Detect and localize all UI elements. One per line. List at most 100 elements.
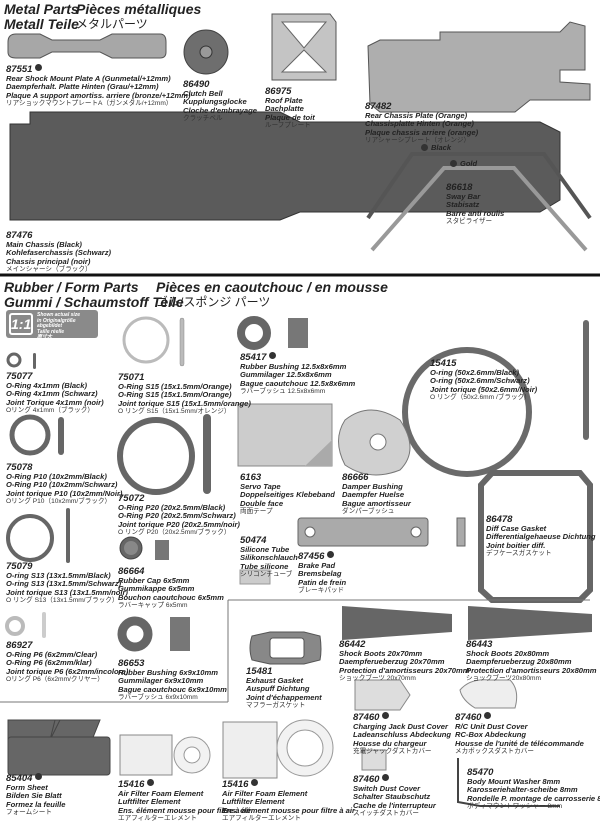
part-description: Roof Plate bbox=[265, 96, 303, 105]
part-number-text: 86666 bbox=[342, 472, 369, 483]
part-description: Daempferueberzug 20x80mm bbox=[466, 657, 572, 667]
shock-boot-20x70 bbox=[342, 606, 452, 640]
part-description: Daempferueberzug 20x70mm bbox=[339, 657, 445, 667]
part-number-text: 86618 bbox=[446, 182, 473, 193]
brake-pad bbox=[297, 517, 429, 547]
part-description: Gummilager 12.5x8x6mm bbox=[240, 370, 332, 380]
part-number: 75079 bbox=[6, 561, 128, 572]
part-description: O-Ring P10 (10x2mm/Black) bbox=[6, 472, 107, 481]
part-number: 86442 bbox=[339, 639, 470, 650]
sway-bar-gold bbox=[370, 166, 588, 252]
part-number: 86975 bbox=[265, 86, 315, 97]
part-description: Shock Boots 20x70mm bbox=[339, 649, 423, 658]
part-number: 75072 bbox=[118, 493, 240, 504]
part-description: Rubber Cap 6x5mm bbox=[118, 576, 190, 585]
part-description-jp: O リング（50x2.6mm /ブラック） bbox=[430, 393, 531, 401]
parts-bag-badge-icon bbox=[35, 64, 43, 71]
part-description-jp: シリコンチューブ bbox=[240, 570, 293, 578]
part-number: 15415 bbox=[430, 358, 537, 369]
part-number-text: 50474 bbox=[240, 535, 267, 546]
part-description: Chassis principal (noir) bbox=[6, 256, 91, 266]
part-description: Air Filter Foam Element bbox=[222, 789, 308, 798]
o-ring-s15 bbox=[122, 316, 170, 364]
part-description-jp: Oリング 4x1mm（ブラック） bbox=[6, 406, 94, 414]
part-description: Dachplatte bbox=[265, 104, 304, 114]
part-description: O-ring S13 (13x1.5mm/Black) bbox=[6, 571, 111, 580]
part-number-text: 87482 bbox=[365, 101, 392, 112]
part-description: Schalter Staubschutz bbox=[353, 792, 431, 802]
part-number-text: 75072 bbox=[118, 493, 145, 504]
part-description-jp: ラバーブッシュ 6x9x10mm bbox=[118, 693, 198, 701]
part-description-jp: Oリング P10（10x2mm/ブラック） bbox=[6, 497, 112, 505]
part-description: Rondelle P. montage de carrosserie 8mm bbox=[467, 793, 600, 803]
parts-bag-badge-icon bbox=[327, 551, 335, 558]
part-description-jp: スタビライザー bbox=[446, 217, 493, 225]
heading-en: Rubber / Form Parts bbox=[4, 279, 139, 295]
part-description-jp: マフラーガスケット bbox=[246, 701, 306, 709]
part-description: Joint Torique 4x1mm (noir) bbox=[6, 397, 104, 407]
part-description: O-Ring P6 (6x2mm/klar) bbox=[6, 658, 92, 668]
part-description: Joint d'échappement bbox=[246, 692, 322, 702]
part-number-text: 15481 bbox=[246, 666, 273, 677]
part-description: Cache de l'interrupteur bbox=[353, 800, 436, 810]
rc-unit-dust-cover bbox=[459, 679, 518, 709]
part-description: Silicone Tube bbox=[240, 545, 290, 554]
part-description-jp: 充電ジャックダストカバー bbox=[353, 747, 432, 755]
part-description: O-Ring 4x1mm (Schwarz) bbox=[6, 389, 98, 399]
part-number-text: 86975 bbox=[265, 86, 292, 97]
part-description: Auspuff Dichtung bbox=[246, 684, 310, 694]
part-description: R/C Unit Dust Cover bbox=[455, 722, 528, 731]
part-number: 87476 bbox=[6, 230, 111, 241]
part-description: Joint boitier diff. bbox=[486, 540, 546, 550]
rubber-bushing-12-5 bbox=[237, 316, 271, 350]
part-number-text: 86442 bbox=[339, 639, 366, 650]
part-description: Double face bbox=[240, 498, 284, 508]
part-number: 87460 bbox=[353, 712, 451, 723]
part-description: Body Mount Washer 8mm bbox=[467, 777, 561, 786]
charging-jack-dust-cover bbox=[354, 679, 411, 711]
part-description: Joint torique P10 (10x2mm/Noir) bbox=[6, 488, 123, 498]
heading-de: Metall Teile bbox=[4, 16, 79, 32]
part-description: Sway Bar bbox=[446, 192, 481, 201]
part-number: 87482 bbox=[365, 101, 478, 112]
part-description-jp: O リング S13（13x1.5mm/ブラック） bbox=[6, 596, 119, 604]
part-number-text: 75078 bbox=[6, 462, 33, 473]
o-ring-p6 bbox=[5, 616, 25, 636]
part-description-jp: O リング S15（15x1.5mm/オレンジ） bbox=[118, 407, 231, 415]
part-description: Main Chassis (Black) bbox=[6, 240, 82, 249]
part-description: Protection d'amortisseurs 20x70mm bbox=[339, 665, 470, 675]
part-description-jp: リアシャーシプレート（オレンジ） bbox=[365, 136, 471, 144]
part-number-text: 87456 bbox=[298, 551, 325, 562]
part-number-text: 75071 bbox=[118, 372, 145, 383]
part-description: Silikonschlauch bbox=[240, 553, 298, 563]
part-number: 87551 bbox=[6, 64, 190, 75]
part-number: 6163 bbox=[240, 472, 335, 483]
part-description-jp: クラッチベル bbox=[183, 114, 223, 122]
part-description: O-ring (50x2.6mm/Black) bbox=[430, 368, 520, 377]
part-number-text: 86478 bbox=[486, 514, 513, 525]
part-description: Daempferhalt. Platte Hinten (Grau/+12mm) bbox=[6, 82, 159, 92]
parts-bag-badge-icon bbox=[147, 779, 155, 786]
part-description: Brake Pad bbox=[298, 561, 336, 570]
part-description: Kohlefaserchassis (Schwarz) bbox=[6, 248, 112, 258]
heading-en: Metal Parts bbox=[4, 1, 79, 17]
part-number: 50474 bbox=[240, 535, 298, 546]
part-number-text: 87476 bbox=[6, 230, 33, 241]
part-description: Joint torique (50x2.6mm/Noir) bbox=[430, 384, 538, 394]
part-description: Gummilager 6x9x10mm bbox=[118, 676, 204, 686]
part-description: O-Ring 4x1mm (Black) bbox=[6, 381, 88, 390]
heading-fr: Pièces métalliques bbox=[76, 1, 202, 17]
part-number: 86478 bbox=[486, 514, 596, 525]
part-number-text: 85470 bbox=[467, 767, 494, 778]
part-number: 85470 bbox=[467, 767, 600, 778]
part-number: 15416 bbox=[222, 779, 355, 790]
